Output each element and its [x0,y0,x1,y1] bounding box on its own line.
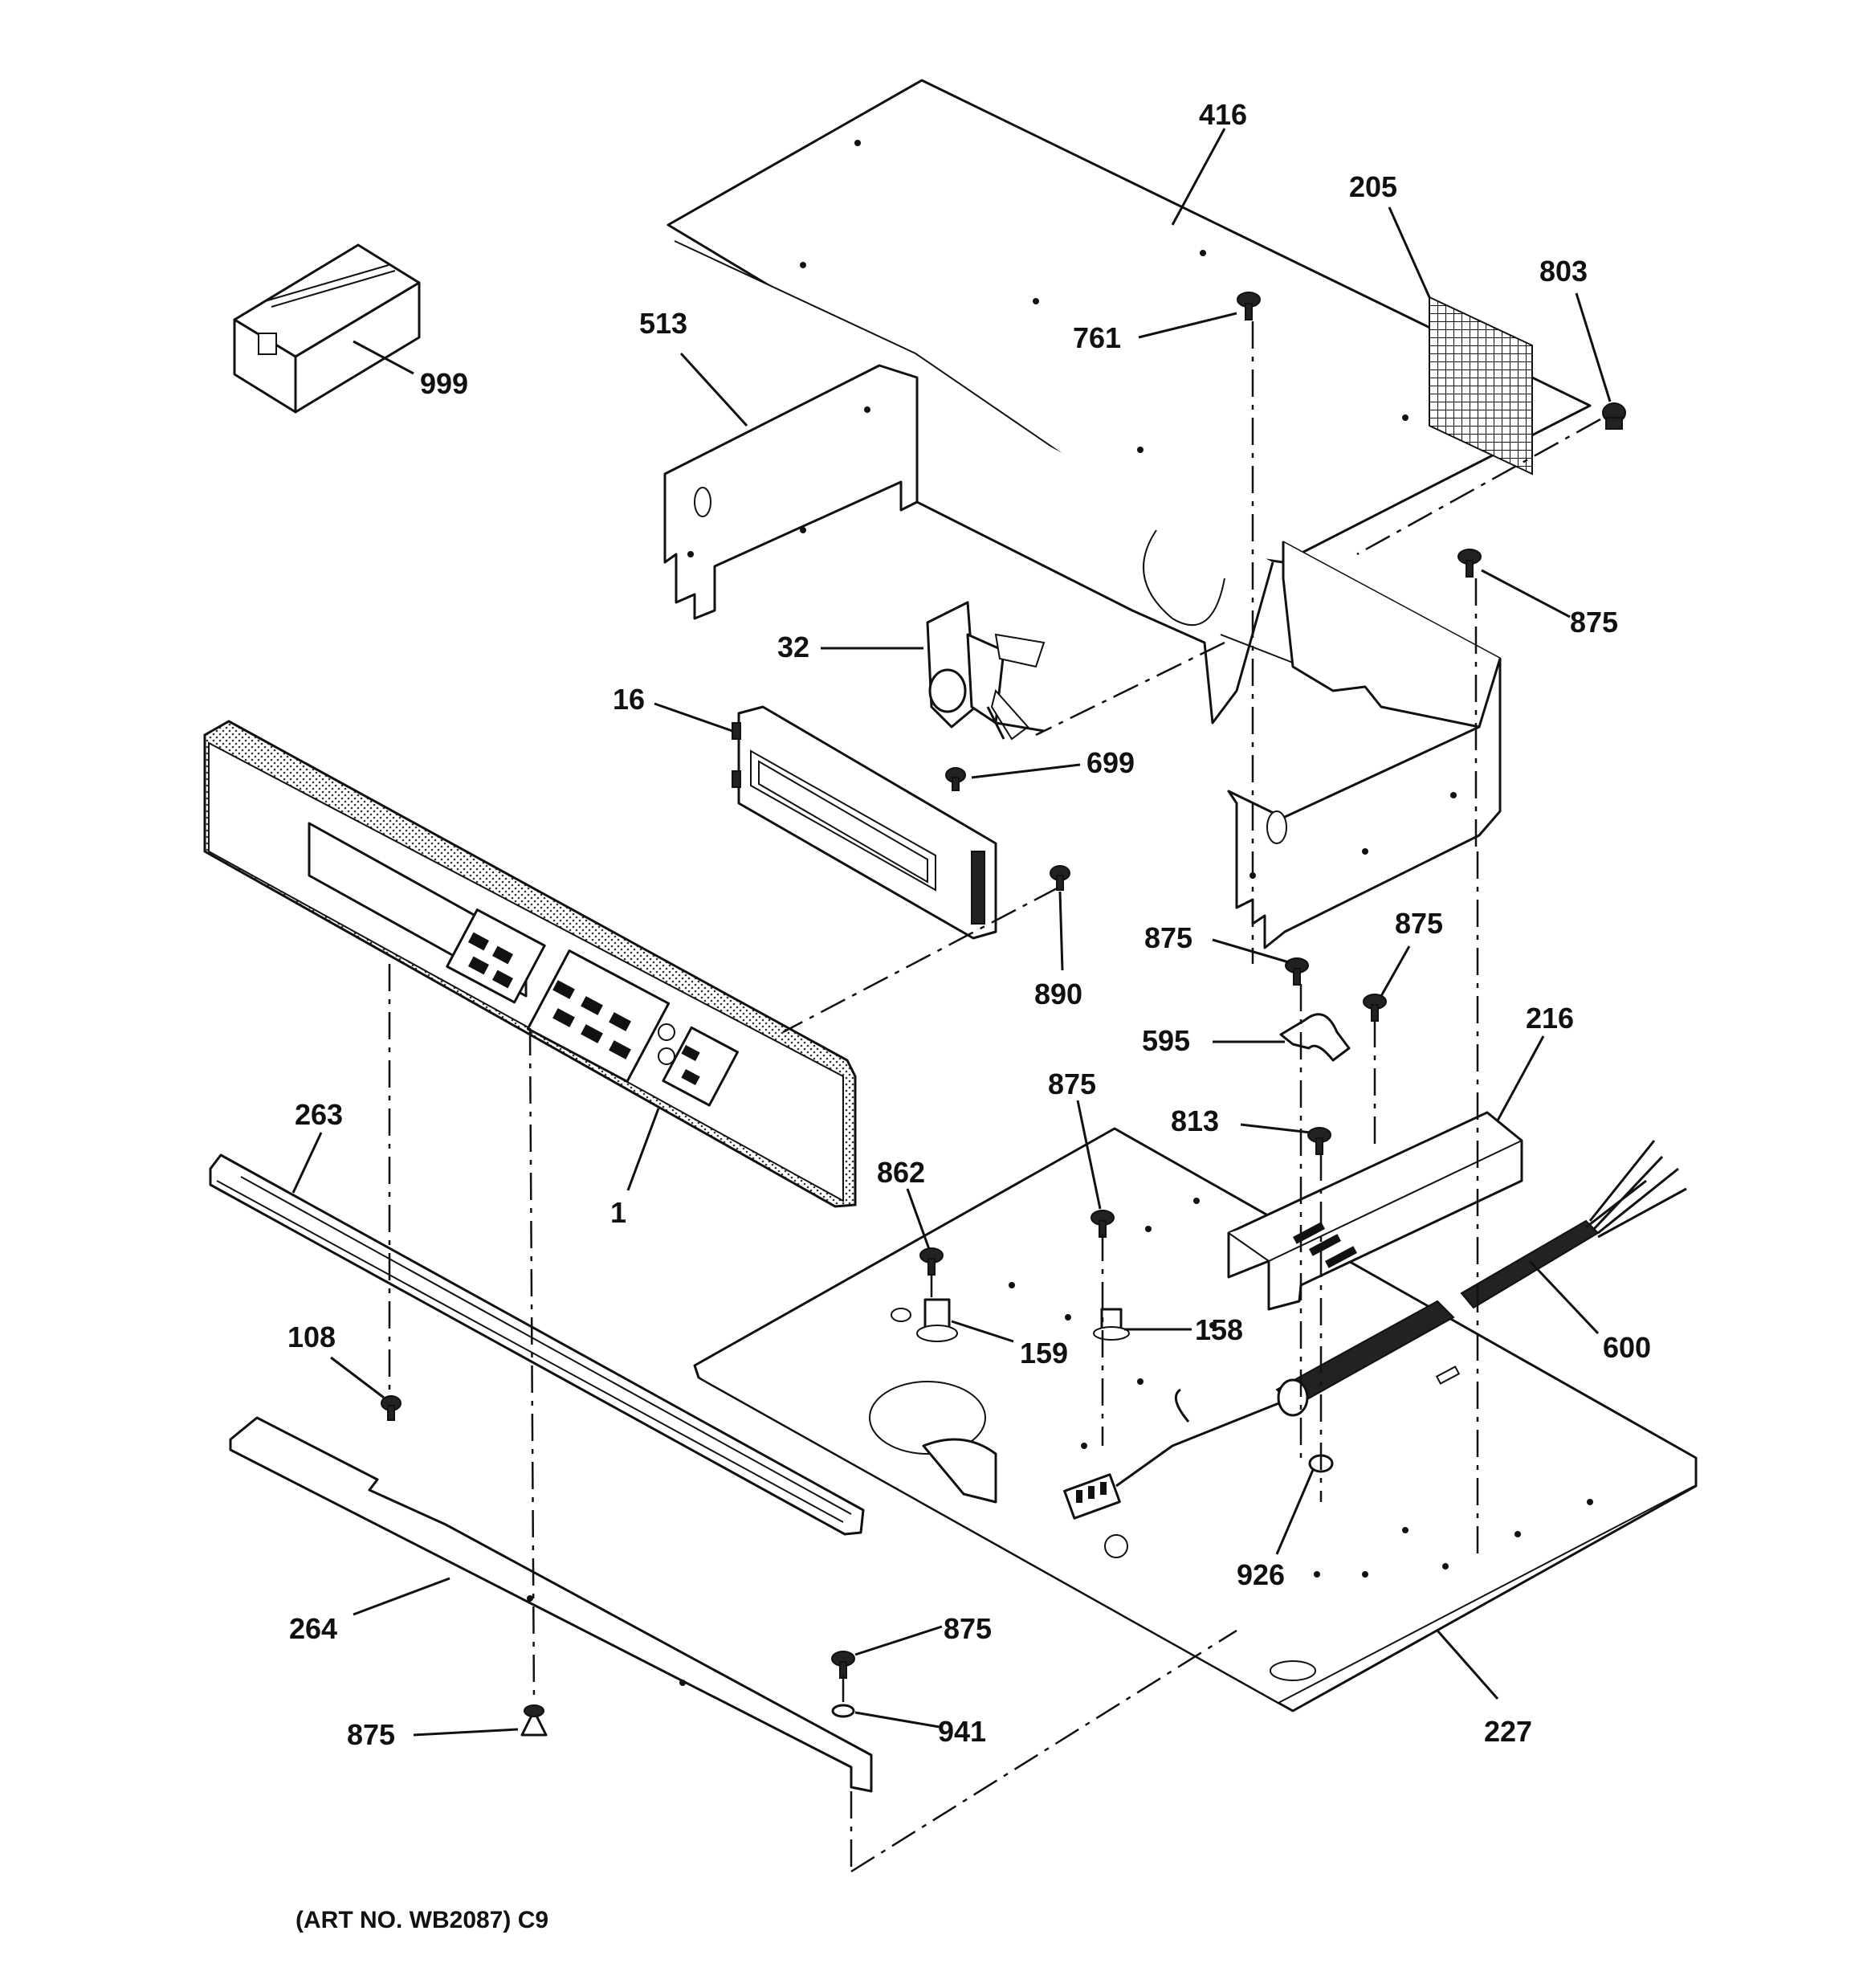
callout-108: 108 [287,1321,336,1353]
callout-595: 595 [1142,1024,1190,1057]
callout-699: 699 [1086,746,1135,779]
callout-862: 862 [877,1156,925,1189]
callout-813: 813 [1171,1104,1219,1137]
callout-803: 803 [1539,255,1588,288]
part-227-base-panel [693,1127,1698,1712]
screw-875f [520,1704,548,1737]
callout-999: 999 [420,367,468,400]
callout-205: 205 [1349,170,1397,203]
screw-875c [1363,994,1387,1022]
part-263-trim-strip [209,1153,865,1536]
callout-416: 416 [1199,98,1247,131]
callout-264: 264 [289,1612,337,1645]
callout-16: 16 [613,683,645,716]
part-1-control-panel [203,720,857,1208]
screw-813 [1307,1127,1331,1155]
callout-926: 926 [1237,1558,1285,1591]
part-right-side-box [1227,541,1502,949]
screw-803 [1602,402,1626,430]
callout-227: 227 [1484,1715,1532,1748]
part-205-mesh-grille [1429,296,1533,476]
callout-1: 1 [610,1196,626,1229]
callout-216: 216 [1526,1002,1574,1035]
part-264-lower-bracket [229,1416,873,1793]
screw-875a [1457,549,1482,578]
callout-labels: 999 416 205 803 513 761 875 32 16 699 89… [287,98,1651,1751]
callout-875c: 875 [1395,907,1443,940]
screw-890 [1050,865,1070,891]
callout-159: 159 [1020,1337,1068,1370]
washer-941 [831,1704,855,1718]
leader-lines [291,128,1612,1737]
callout-890: 890 [1034,978,1082,1010]
callout-32: 32 [777,631,809,663]
screw-875b [1285,957,1309,986]
callout-158: 158 [1195,1313,1243,1346]
callout-875b: 875 [1144,921,1192,954]
art-number-caption: (ART NO. WB2087) C9 [296,1907,548,1933]
screw-875e [831,1651,855,1679]
screw-108 [381,1395,402,1421]
callout-761: 761 [1073,321,1121,354]
part-32-fan-motor [926,601,1046,741]
part-back-wall [915,378,1294,725]
part-600-terminal-block [1063,1140,1687,1520]
part-999-box [233,243,421,414]
screw-699 [945,767,966,791]
part-16-control-board [732,705,997,940]
callout-875f: 875 [347,1718,395,1751]
callout-875a: 875 [1570,606,1618,639]
callout-600: 600 [1603,1331,1651,1364]
screw-862 [919,1247,944,1276]
part-513-side-panel [663,364,919,620]
callout-263: 263 [295,1098,343,1131]
assembly-lines [388,321,1601,1873]
screws [381,292,1626,1737]
part-159-thermostat [891,1298,958,1342]
callout-513: 513 [639,307,687,340]
callout-875d: 875 [1048,1067,1096,1100]
callout-941: 941 [938,1715,986,1748]
part-595-clip [1279,1013,1351,1062]
callout-875e: 875 [944,1612,992,1645]
screw-761 [1237,292,1261,320]
